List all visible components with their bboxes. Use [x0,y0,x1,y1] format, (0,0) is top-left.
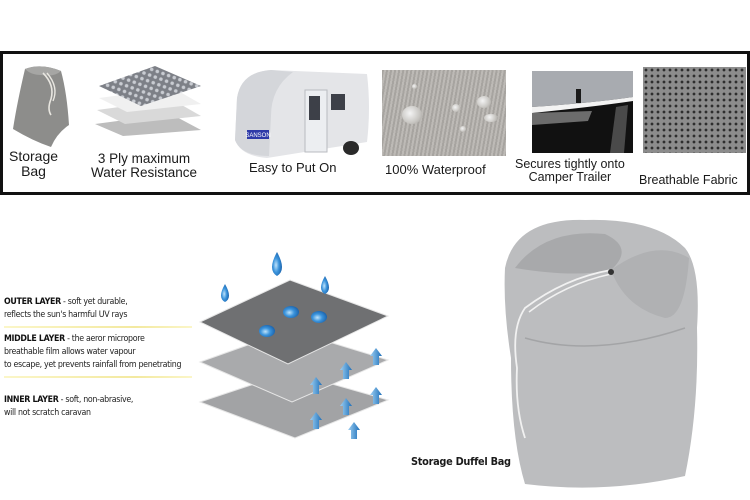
vapour-arrows [310,348,382,439]
storage-duffel-bag-image [504,219,698,488]
breathable-caption: Breathable Fabric [639,173,738,187]
caption-line: Easy to Put On [249,160,337,175]
middle-layer-line2: breathable film allows water vapour [4,347,136,357]
brand-logo [247,130,269,139]
middle-layer-line1: MIDDLE LAYER - the aeror micropore [4,334,145,344]
outer-layer-line1: OUTER LAYER - soft yet durable, [4,297,128,307]
duffel-bag-caption: Storage Duffel Bag [411,456,511,468]
caption-line: Secures tightly onto [515,157,625,171]
perforated-fabric-icon [643,67,746,153]
divider [4,326,192,328]
water-droplets-fabric-icon [382,70,506,156]
feature-banner: Storage Bag 3 Ply maximum Water Resistan… [0,51,750,195]
fabric-layers-icon [95,66,201,136]
caption-line: 100% Waterproof [385,162,486,177]
inner-layer-line2: will not scratch caravan [4,408,91,418]
inner-layer-line1: INNER LAYER - soft, non-abrasive, [4,395,134,405]
caption-line: Camper Trailer [528,170,612,185]
water-drops [221,252,329,337]
caption-line: Water Resistance [91,165,198,181]
caption-line: Storage [9,148,59,164]
waterproof-caption: 100% Waterproof [385,163,486,177]
easy-put-on-caption: Easy to Put On [249,161,336,175]
caption-line: Breathable Fabric [639,173,738,187]
clip-strap-icon [532,71,633,153]
covered-caravan-icon: SANSON [235,70,369,158]
divider [4,376,192,378]
storage-bag-caption: Storage Bag [9,149,58,178]
three-ply-caption: 3 Ply maximum Water Resistance [91,151,198,181]
layer-diagram [198,252,390,439]
secures-caption: Secures tightly onto Camper Trailer [515,157,625,185]
caption-line: Bag [21,162,46,179]
outer-layer-sheet [198,279,390,365]
svg-text:SANSON: SANSON [245,133,270,139]
caption-line: 3 Ply maximum [97,151,191,166]
outer-layer-line2: reflects the sun's harmful UV rays [4,310,128,320]
middle-layer-line3: to escape, yet prevents rainfall from pe… [4,360,182,370]
drawstring-bag-icon [13,66,69,147]
